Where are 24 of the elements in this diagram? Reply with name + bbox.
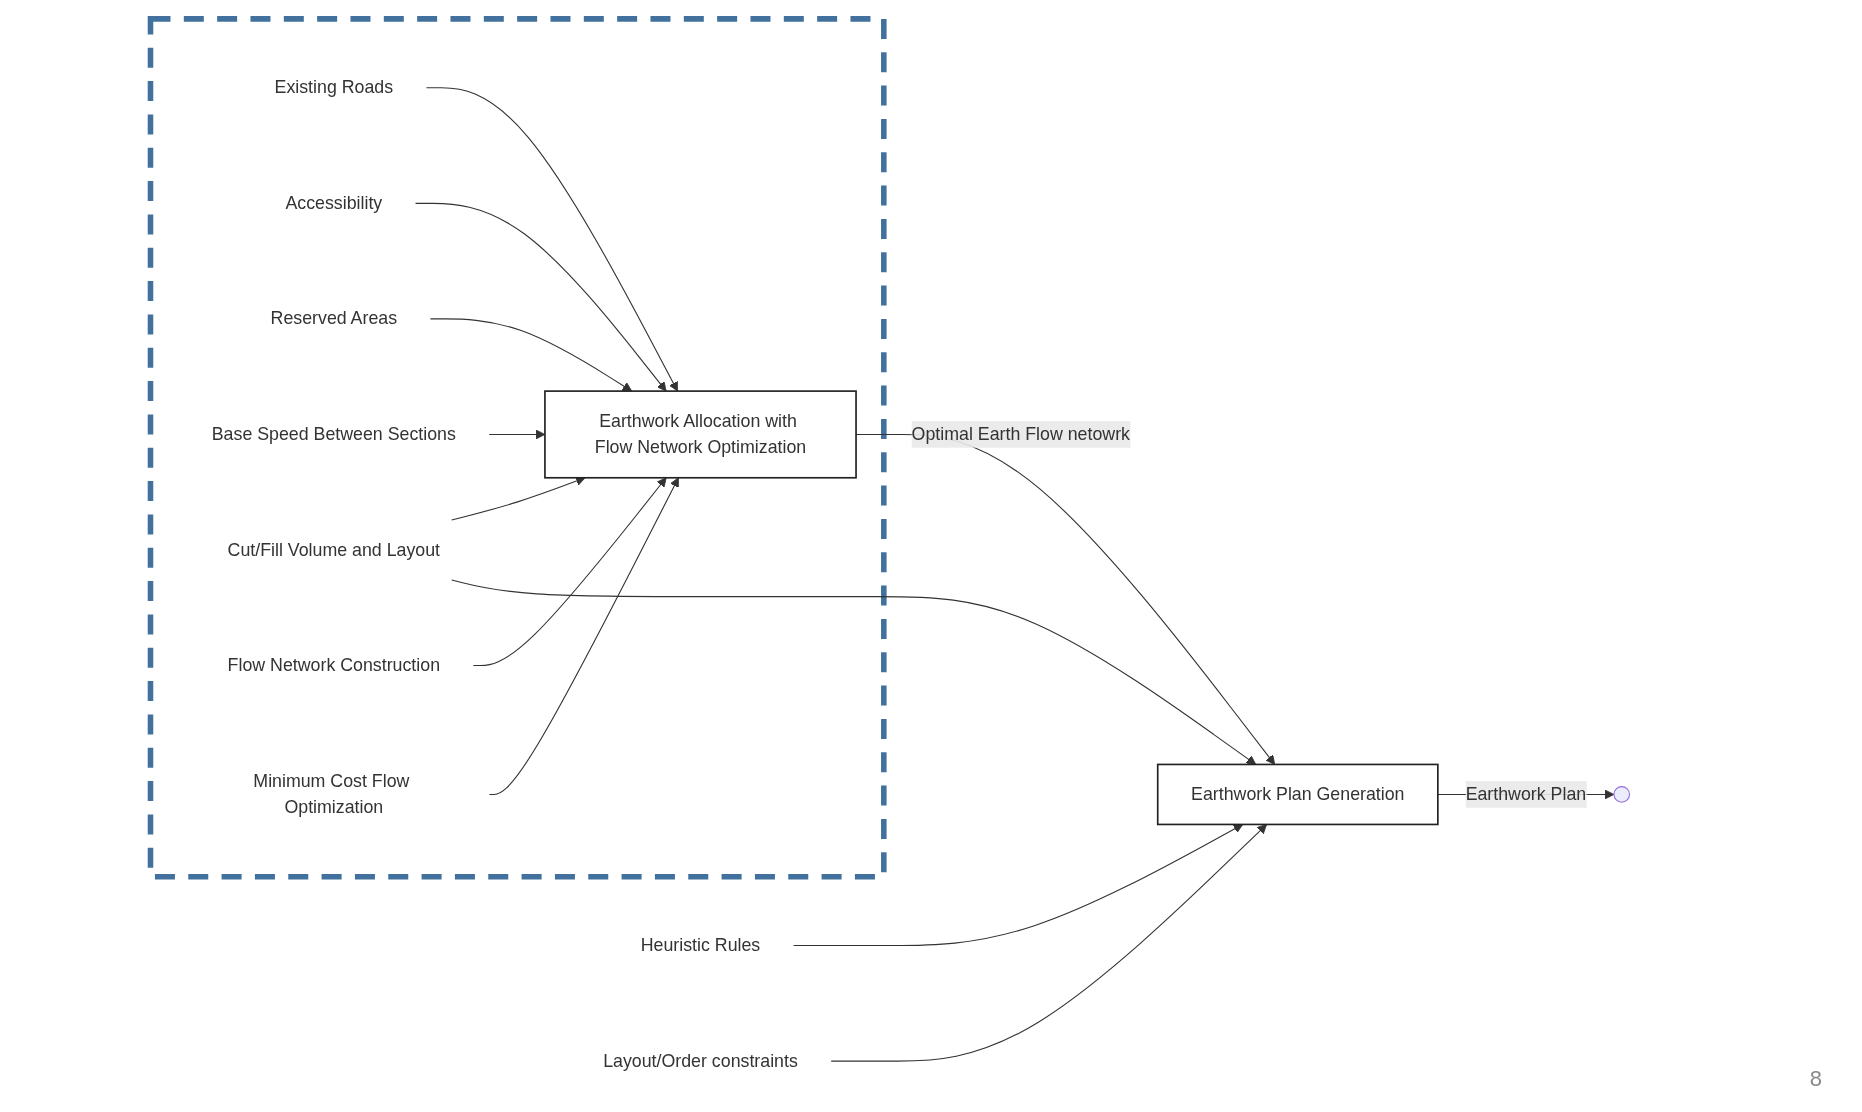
edge-label: Optimal Earth Flow netowrk — [911, 424, 1130, 444]
node-text: Heuristic Rules — [640, 935, 761, 955]
arrow — [429, 318, 633, 392]
node-text: Accessibility — [285, 193, 383, 213]
arrow — [425, 87, 678, 392]
node-box: Earthwork Plan Generation — [1156, 763, 1439, 826]
arrow — [451, 579, 1257, 765]
arrow — [793, 824, 1244, 947]
node-text: Layout/Order constraints — [603, 1051, 798, 1070]
node-text: Existing Roads — [274, 77, 394, 97]
node-text: Minimum Cost Flow Optimization — [253, 771, 410, 817]
page-number: 8 — [1809, 1066, 1822, 1091]
node-text: Base Speed Between Sections — [211, 424, 456, 444]
node-text: Cut/Fill Volume and Layout — [227, 540, 441, 559]
edge-label: Earthwork Plan — [1465, 784, 1587, 804]
arrow — [415, 202, 667, 392]
arrow — [472, 477, 667, 667]
arrow — [488, 477, 679, 795]
node-text: Flow Network Construction — [227, 655, 441, 675]
arrow — [451, 476, 586, 521]
arrow — [830, 824, 1268, 1062]
node-text: Reserved Areas — [270, 308, 398, 328]
node-box: Earthwork Allocation with Flow Network Optimization — [544, 390, 857, 479]
cluster — [147, 16, 887, 880]
